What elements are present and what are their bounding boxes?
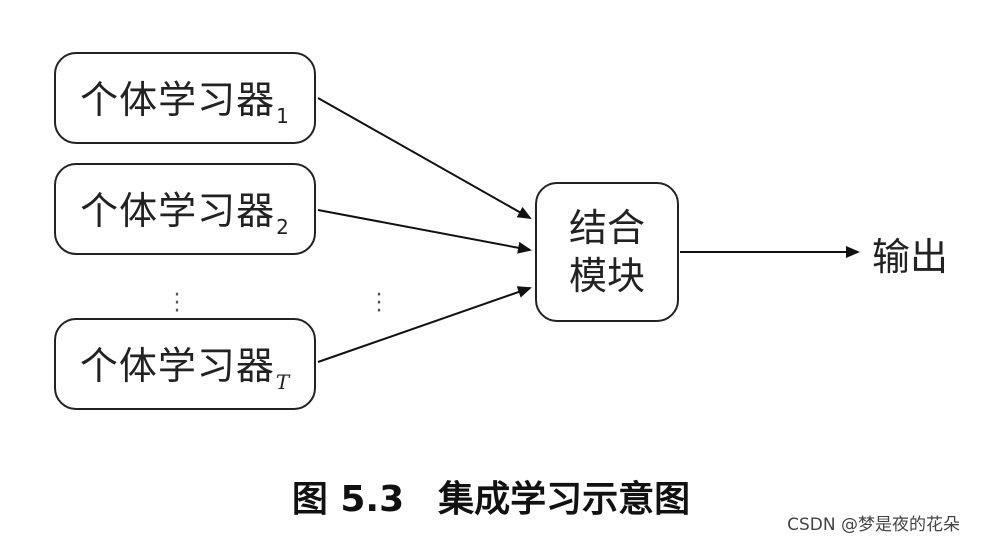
arrow-learner-T-to-combiner [317,286,532,363]
combiner-module-box: 结合 模块 [535,182,679,322]
combiner-label-line1: 结合 [568,206,645,250]
figure-number: 图 5.3 [291,479,405,520]
arrow-learner-1-to-combiner [317,97,532,219]
learner-1-subscript: 1 [276,103,290,128]
vertical-ellipsis-left: ··· [173,283,181,324]
arrow-learner-2-to-combiner [317,209,532,254]
learner-2-subscript: 2 [276,214,290,239]
vertical-ellipsis-middle: ··· [375,283,383,324]
learner-T-subscript: T [275,369,291,394]
individual-learner-2-box: 个体学习器2 [54,163,316,255]
learner-T-label: 个体学习器T [79,343,291,394]
output-label: 输出 [872,235,949,279]
individual-learner-1-box: 个体学习器1 [54,52,316,144]
csdn-watermark: CSDN @梦是夜的花朵 [787,515,960,535]
learner-1-label: 个体学习器1 [80,77,290,128]
combiner-label-line2: 模块 [568,254,645,298]
learner-2-label: 个体学习器2 [80,188,290,239]
figure-title: 集成学习示意图 [438,479,691,520]
figure-caption: 图 5.3 集成学习示意图 [0,470,982,522]
individual-learner-T-box: 个体学习器T [54,318,316,410]
